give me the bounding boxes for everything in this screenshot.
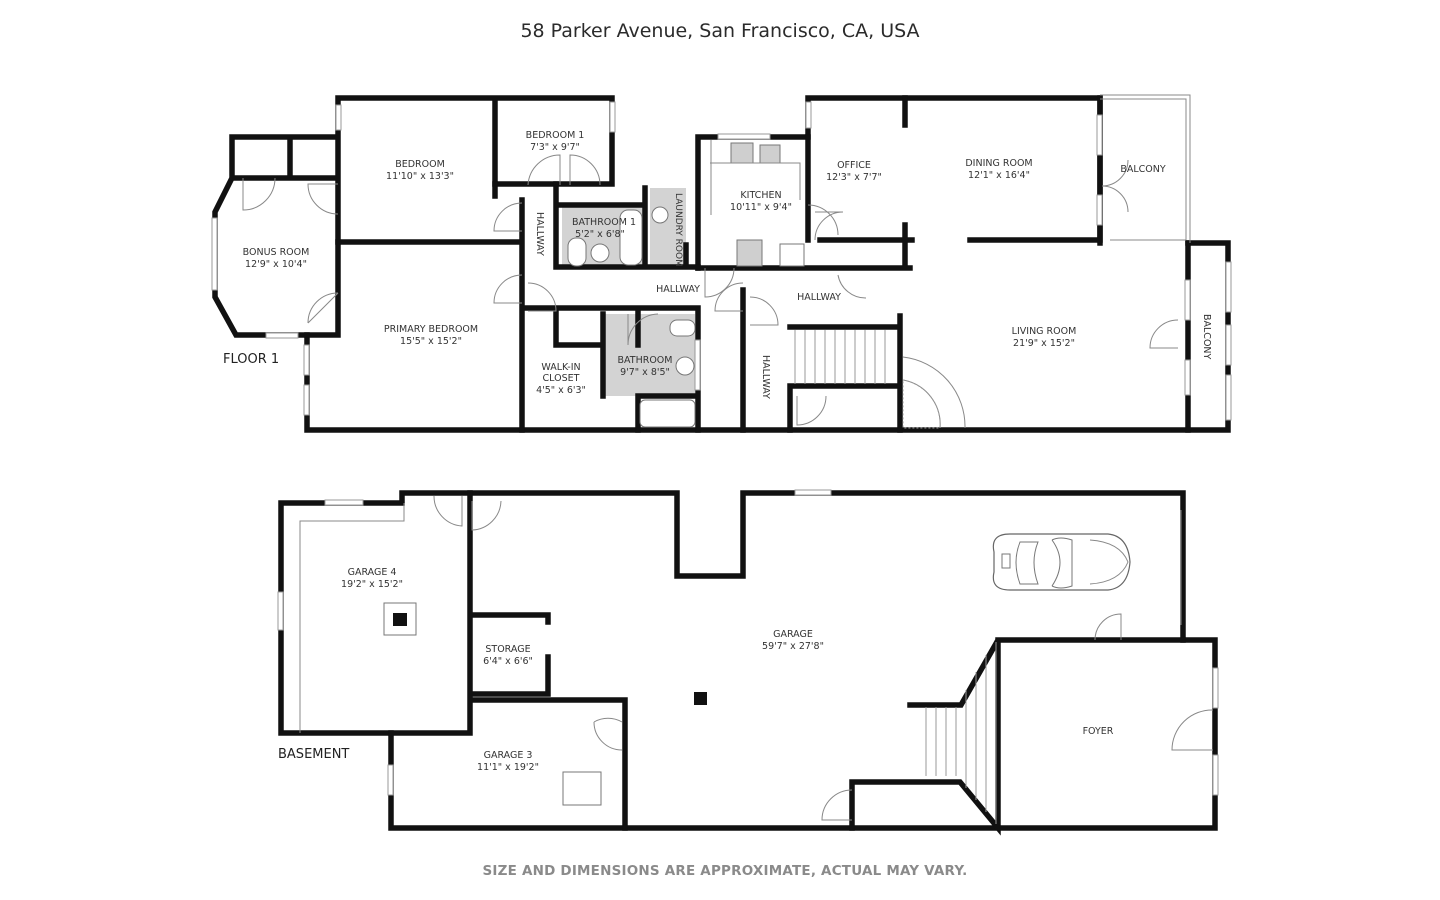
balcony-top-label: BALCONY bbox=[1120, 164, 1166, 175]
living-room-dims: 21'9" x 15'2" bbox=[1013, 338, 1075, 349]
window bbox=[335, 104, 342, 131]
garage-4-inner-line bbox=[299, 503, 405, 733]
hallway-right-label: HALLWAY bbox=[797, 292, 841, 303]
column bbox=[393, 613, 407, 626]
bedroom-1-label: BEDROOM 1 bbox=[526, 130, 585, 141]
kitchen-dims: 10'11" x 9'4" bbox=[730, 202, 792, 213]
bathroom-1-label: BATHROOM 1 bbox=[572, 217, 636, 228]
bonus-room-label: BONUS ROOM bbox=[243, 247, 310, 258]
bathroom-1-dims: 5'2" x 6'8" bbox=[575, 229, 625, 240]
floor-1-label: FLOOR 1 bbox=[223, 352, 279, 367]
window bbox=[805, 101, 812, 129]
foyer-label: FOYER bbox=[1083, 726, 1114, 737]
primary-bedroom-dims: 15'5" x 15'2" bbox=[400, 336, 462, 347]
garage-column bbox=[694, 692, 707, 705]
hallway-center-label: HALLWAY bbox=[656, 284, 700, 295]
office-label: OFFICE bbox=[837, 160, 871, 171]
bedroom-1-dims: 7'3" x 9'7" bbox=[530, 142, 580, 153]
basement-label: BASEMENT bbox=[278, 747, 349, 762]
window bbox=[277, 591, 284, 631]
window bbox=[1225, 261, 1232, 313]
office-dims: 12'3" x 7'7" bbox=[826, 172, 882, 183]
bathroom-dims: 9'7" x 8'5" bbox=[620, 367, 670, 378]
laundry-room-label: LAUNDRY ROOM bbox=[673, 193, 683, 267]
window bbox=[387, 764, 394, 796]
kitchen-label: KITCHEN bbox=[740, 190, 781, 201]
window bbox=[303, 344, 310, 376]
walk-in-closet-label-2: CLOSET bbox=[543, 373, 580, 384]
window bbox=[1225, 374, 1232, 421]
garage-label: GARAGE bbox=[773, 629, 813, 640]
page-title: 58 Parker Avenue, San Francisco, CA, USA bbox=[520, 20, 920, 42]
window bbox=[794, 489, 832, 496]
window bbox=[1184, 359, 1191, 396]
fixtures-floor-1 bbox=[567, 140, 966, 429]
floor-1-plan: FLOOR 1 BONUS ROOM 12'9" x 10'4" BEDROOM… bbox=[211, 94, 1232, 433]
balcony-railing bbox=[1100, 94, 1191, 243]
primary-bedroom-label: PRIMARY BEDROOM bbox=[384, 324, 478, 335]
walk-in-closet-label-1: WALK-IN bbox=[541, 362, 580, 373]
bathroom-label: BATHROOM bbox=[618, 355, 673, 366]
staircase bbox=[794, 330, 886, 384]
window bbox=[265, 332, 299, 339]
window bbox=[303, 384, 310, 416]
hallway-vertical-stair-label: HALLWAY bbox=[760, 355, 771, 399]
basement-plan: BASEMENT GARAGE 4 19'2" x 15'2" STORAGE … bbox=[277, 489, 1219, 836]
doors-basement bbox=[433, 495, 1214, 821]
storage-label: STORAGE bbox=[485, 644, 530, 655]
exterior-wall bbox=[212, 95, 1231, 433]
window bbox=[694, 339, 701, 391]
basement-staircase bbox=[925, 642, 997, 824]
storage-dims: 6'4" x 6'6" bbox=[483, 656, 533, 667]
disclaimer: SIZE AND DIMENSIONS ARE APPROXIMATE, ACT… bbox=[482, 863, 968, 879]
exterior-wall bbox=[278, 490, 1218, 831]
dining-room-dims: 12'1" x 16'4" bbox=[968, 170, 1030, 181]
window bbox=[1184, 279, 1191, 321]
garage-4-label: GARAGE 4 bbox=[348, 567, 397, 578]
walk-in-closet-dims: 4'5" x 6'3" bbox=[536, 385, 586, 396]
window bbox=[1096, 114, 1103, 156]
window bbox=[1225, 324, 1232, 366]
window bbox=[324, 499, 364, 506]
doors-floor-1 bbox=[242, 154, 1179, 426]
laundry-floor bbox=[650, 188, 686, 267]
interior-wall bbox=[388, 490, 1186, 836]
living-room-label: LIVING ROOM bbox=[1012, 326, 1077, 337]
garage-3-dims: 11'1" x 19'2" bbox=[477, 762, 539, 773]
garage-dims: 59'7" x 27'8" bbox=[762, 641, 824, 652]
balcony-side-label: BALCONY bbox=[1201, 314, 1212, 360]
hallway-vertical-left-label: HALLWAY bbox=[534, 212, 545, 256]
window bbox=[211, 217, 218, 291]
car-icon bbox=[992, 533, 1131, 591]
window bbox=[717, 133, 771, 140]
garage-3-label: GARAGE 3 bbox=[484, 750, 533, 761]
window bbox=[1212, 667, 1219, 709]
dining-room-label: DINING ROOM bbox=[965, 158, 1032, 169]
bedroom-label: BEDROOM bbox=[395, 159, 445, 170]
bedroom-dims: 11'10" x 13'3" bbox=[386, 171, 454, 182]
garage-4-dims: 19'2" x 15'2" bbox=[341, 579, 403, 590]
window bbox=[1212, 754, 1219, 796]
window bbox=[1096, 194, 1103, 226]
bonus-room-dims: 12'9" x 10'4" bbox=[245, 259, 307, 270]
window bbox=[609, 101, 616, 133]
garage-3-fixture bbox=[562, 771, 602, 806]
